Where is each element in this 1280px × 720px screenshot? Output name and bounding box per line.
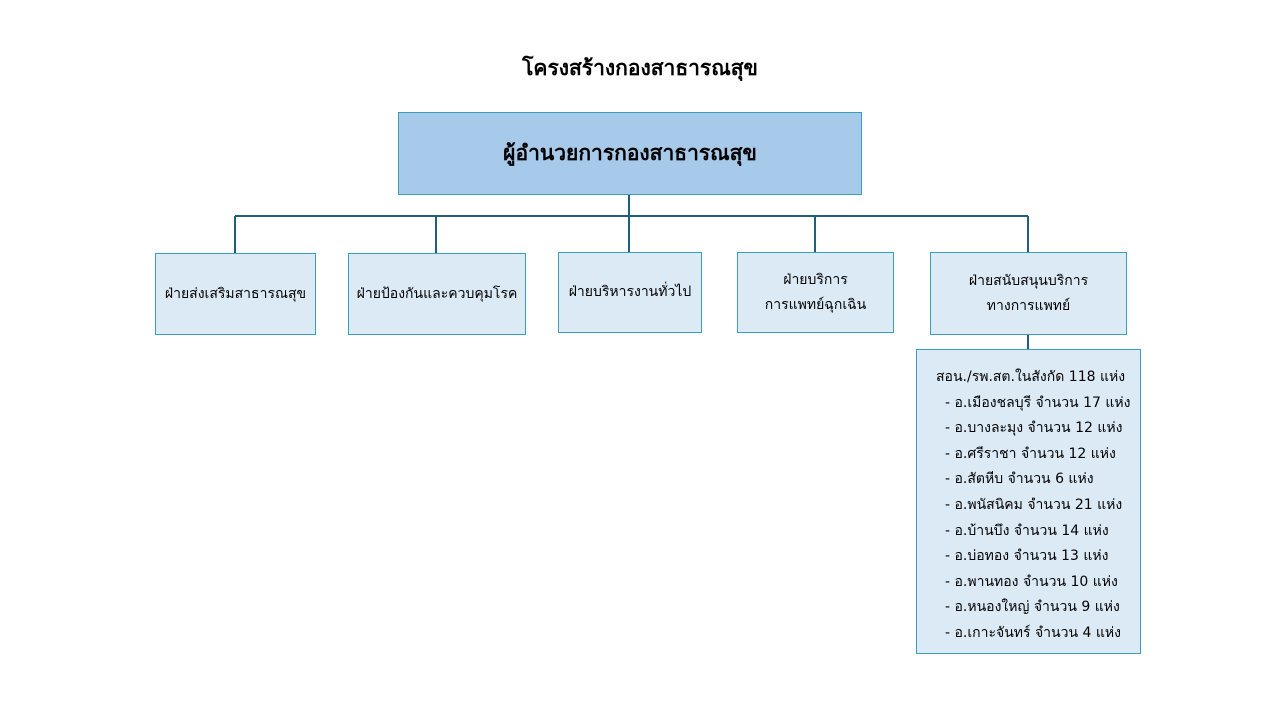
dept-label: ฝ่ายส่งเสริมสาธารณสุข: [164, 285, 307, 302]
dept-health-promotion: ฝ่ายส่งเสริมสาธารณสุข: [155, 253, 316, 335]
dept-label: ฝ่ายบริหารงานทั่วไป: [568, 284, 692, 300]
director-box: ผู้อำนวยการกองสาธารณสุข: [398, 112, 862, 195]
hospital-item: - อ.บางละมุง จำนวน 12 แห่ง: [945, 420, 1123, 437]
hospital-item: - อ.เมืองชลบุรี จำนวน 17 แห่ง: [945, 394, 1131, 411]
dept-label-line-1: ฝ่ายบริการ: [783, 271, 848, 288]
hospital-item: - อ.พนัสนิคม จำนวน 21 แห่ง: [945, 496, 1123, 513]
dept-medical-support: ฝ่ายสนับสนุนบริการ ทางการแพทย์: [930, 252, 1127, 335]
hospitals-box: สอน./รพ.สต.ในสังกัด 118 แห่ง - อ.เมืองชล…: [916, 349, 1141, 654]
director-label: ผู้อำนวยการกองสาธารณสุข: [503, 141, 757, 165]
dept-label: ฝ่ายป้องกันและควบคุมโรค: [356, 285, 518, 302]
hospital-item: - อ.เกาะจันทร์ จำนวน 4 แห่ง: [945, 624, 1121, 641]
hospital-item: - อ.บ่อทอง จำนวน 13 แห่ง: [945, 548, 1109, 565]
hospital-item: - อ.ศรีราชา จำนวน 12 แห่ง: [945, 445, 1116, 462]
dept-label-line-2: การแพทย์ฉุกเฉิน: [764, 296, 867, 313]
hospital-item: - อ.สัตหีบ จำนวน 6 แห่ง: [945, 471, 1094, 488]
dept-label-line-1: ฝ่ายสนับสนุนบริการ: [968, 272, 1089, 289]
dept-label-line-2: ทางการแพทย์: [986, 297, 1071, 314]
dept-general-admin: ฝ่ายบริหารงานทั่วไป: [558, 252, 702, 333]
dept-emergency-medical: ฝ่ายบริการ การแพทย์ฉุกเฉิน: [737, 252, 894, 333]
hospitals-header: สอน./รพ.สต.ในสังกัด 118 แห่ง: [936, 369, 1126, 385]
chart-title: โครงสร้างกองสาธารณสุข: [522, 56, 758, 80]
hospital-item: - อ.บ้านบึง จำนวน 14 แห่ง: [945, 522, 1109, 539]
hospital-item: - อ.พานทอง จำนวน 10 แห่ง: [945, 573, 1118, 590]
hospital-item: - อ.หนองใหญ่ จำนวน 9 แห่ง: [945, 599, 1120, 616]
dept-disease-control: ฝ่ายป้องกันและควบคุมโรค: [348, 253, 526, 335]
